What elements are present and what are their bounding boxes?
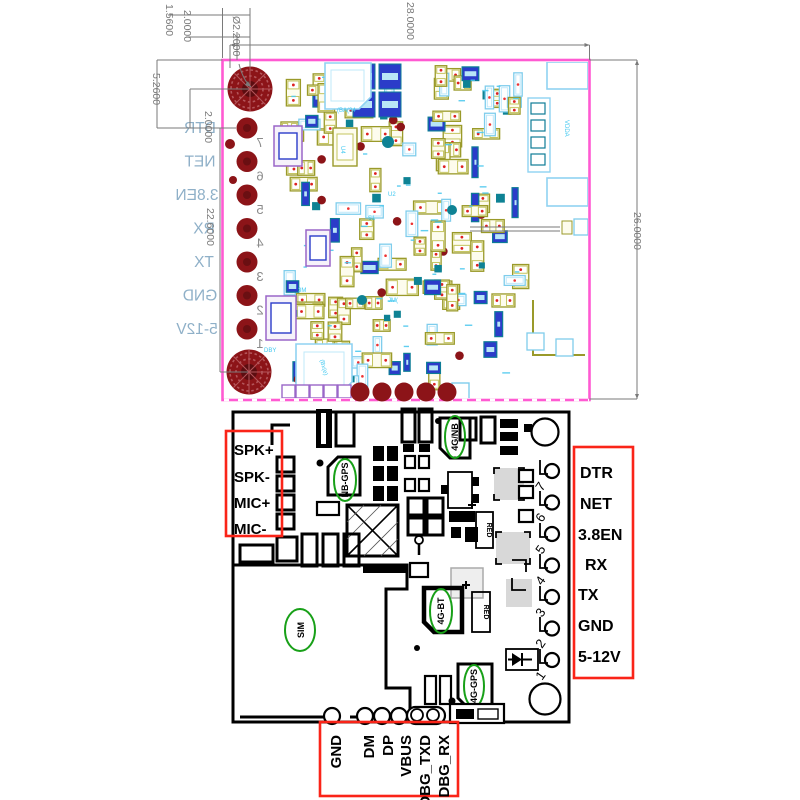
4g-nb-ellipse [444,415,466,459]
silk-text: S1 [368,216,376,222]
pin-number: 5 [256,202,263,217]
bottom-edge-pads [322,702,506,726]
pin-label: GND [183,288,217,305]
diode-symbol [505,648,539,671]
pin-number: 7 [256,135,263,150]
pin-pads-top-view [225,117,258,340]
dim-28: 28.0000 [404,2,416,40]
pin-label: RX [193,221,215,238]
pin-number: 4 [256,236,263,251]
dim-26: 26.0000 [631,212,643,250]
mounting-hole-bottom [528,682,562,716]
mounting-pad-bottom [226,349,272,395]
audio-pin-label: SPK+ [234,442,274,459]
audio-annotation: SPK+ SPK- MIC+ MIC- [224,429,284,538]
top-view-pin-numbers: 7 6 5 4 3 2 1 [256,135,263,351]
nb-gps-ellipse [333,458,357,502]
usb-pin-label: DBG_TXD [417,735,434,800]
module-label-nb-gps: NB-GPS [340,462,350,497]
red-label-2: RED [482,605,489,620]
right-pin-label: RX [585,557,608,574]
silk-text: U4 [339,146,345,154]
right-red-box [572,445,635,680]
module-label-4g-nb: 4G/NB [450,423,460,451]
audio-red-box [224,429,284,538]
pin-label: TX [193,254,213,271]
bottom-pads-top-view [350,382,457,402]
pad-number: 4 [532,573,548,588]
right-pins-annotation: DTR NET 3.8EN RX TX GND 5-12V [572,445,635,680]
pcb-major-components: (BA(34 U4 U2 VDDA 3M S1 JM( (Bx(e) DBY [264,62,588,398]
right-pin-label: NET [580,496,612,513]
audio-pin-label: SPK- [234,469,270,486]
chip-nb-gps [326,455,362,497]
pcb-top-view: (BA(34 U4 U2 VDDA 3M S1 JM( (Bx(e) DBY [150,2,643,402]
dimension-lines: 1.5600 2.0000 Ø2.2000 28.0000 5.2600 2.0… [150,2,643,400]
usb-red-box [318,720,460,798]
mounting-hole-top [530,417,560,447]
usb-pin-label: DM [361,735,378,758]
pad-number: 7 [532,479,548,494]
dim-5-26: 5.2600 [150,73,162,105]
usb-pin-label: DP [380,735,397,756]
pin-number: 1 [256,336,263,351]
right-pin-label: TX [578,587,599,604]
pin-label: 3.8EN [175,187,218,204]
pad-number: 6 [532,510,548,525]
pin-number: 3 [256,269,263,284]
pin-number: 2 [256,303,263,318]
dim-dia: Ø2.2000 [230,16,242,56]
red-label-1: RED [485,523,492,538]
right-pin-label: DTR [580,465,613,482]
silk-text: (BA(34 [337,108,356,114]
pin-number: 6 [256,169,263,184]
audio-pin-label: MIC- [234,521,267,538]
dim-2-0a: 2.0000 [181,10,193,42]
silk-text: (Bx(e) [318,359,328,376]
chip-4g-bt [421,585,465,635]
right-pin-label: GND [578,618,614,635]
crystal-x-square [345,503,400,558]
4g-bt-ellipse [429,588,453,634]
module-label-sim: SIM [296,622,306,638]
usb-pin-label: GND [328,735,345,769]
pin-label: 5-12V [176,321,218,338]
usb-pin-label: DBG_RX [436,735,453,798]
red-component-2 [471,591,491,633]
silk-text: DBY [264,348,276,354]
pcb-bottom-view: NB-GPS 4G/NB [224,407,635,800]
silk-text: U2 [388,192,396,198]
dim-1-56: 1.5600 [163,4,175,36]
pad-number: 5 [532,542,548,557]
module-label-4g-gps: 4G-GPS [469,669,479,703]
pad-number: 3 [532,605,548,620]
module-label-4g-bt: 4G-BT [436,597,446,625]
right-pin-label: 3.8EN [578,527,622,544]
silk-text: VDDA [563,120,569,137]
chip-4g-nb [438,416,472,460]
right-pin-label: 5-12V [578,649,621,666]
dim-22-6: 22.6000 [204,208,216,246]
red-component-1 [475,511,494,549]
sim-ellipse [284,608,316,652]
audio-pin-label: MIC+ [234,495,270,512]
usb-annotation: GND DM DP VBUS DBG_TXD DBG_RX [318,720,460,800]
silk-text: 3M [298,288,306,294]
usb-pin-label: VBUS [398,735,415,777]
sim-connector-outline [233,563,412,718]
right-edge-pads [539,460,561,669]
dim-2-0b: 2.0000 [202,111,214,143]
silk-text: JM( [388,298,398,304]
pin-label: NET [184,154,216,171]
pad-number: 1 [532,668,548,683]
